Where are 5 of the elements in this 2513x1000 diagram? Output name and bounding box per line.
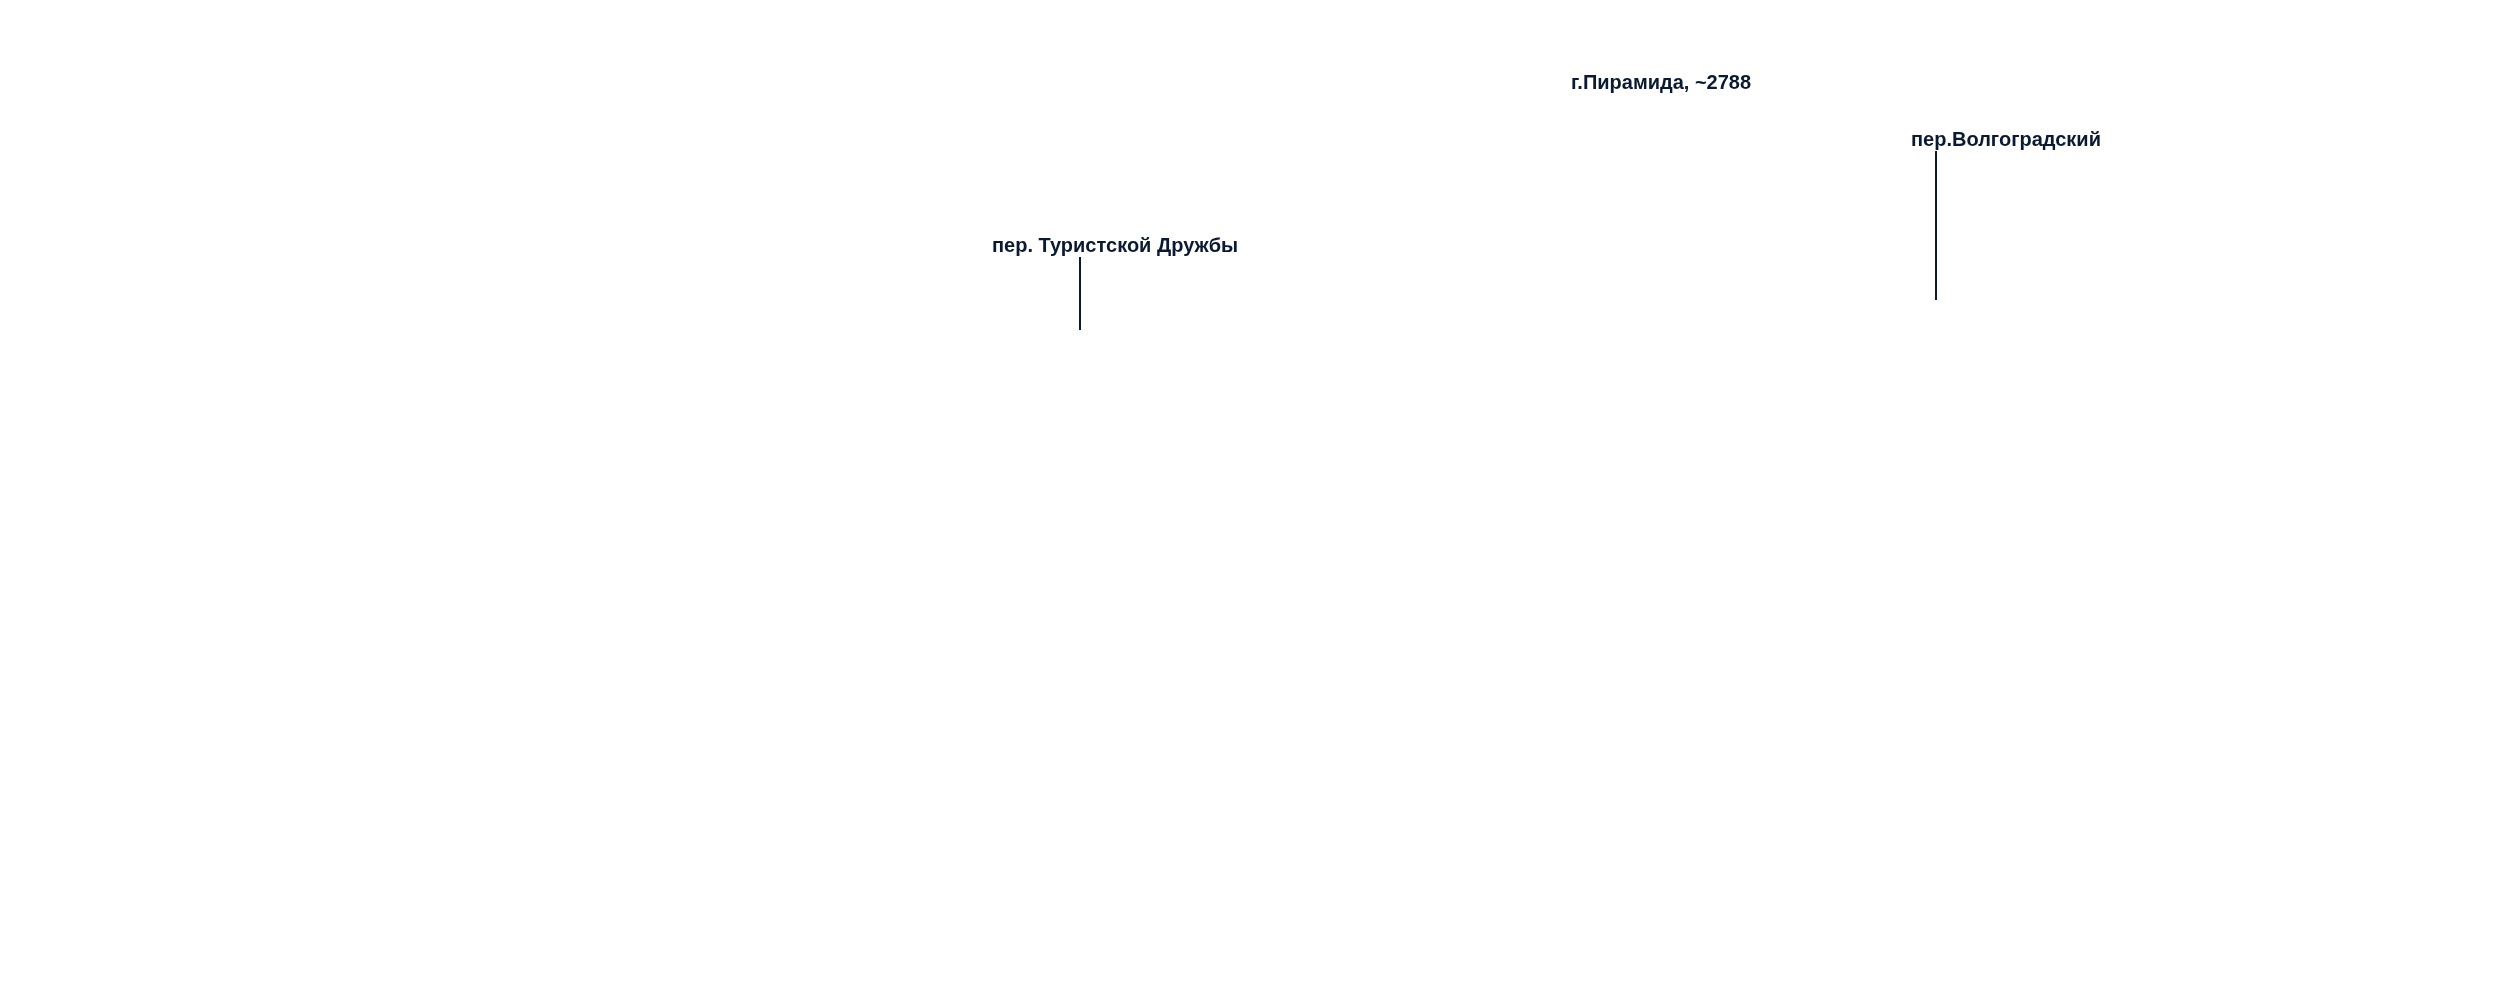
place-label: пер.Волгоградский xyxy=(1911,128,2101,150)
place-label: пер. Туристской Дружбы xyxy=(992,234,1239,256)
leader-line xyxy=(1935,150,1937,301)
peak-label: г.Пирамида, ~2788 xyxy=(1571,71,1752,93)
leader-line xyxy=(1079,256,1081,331)
